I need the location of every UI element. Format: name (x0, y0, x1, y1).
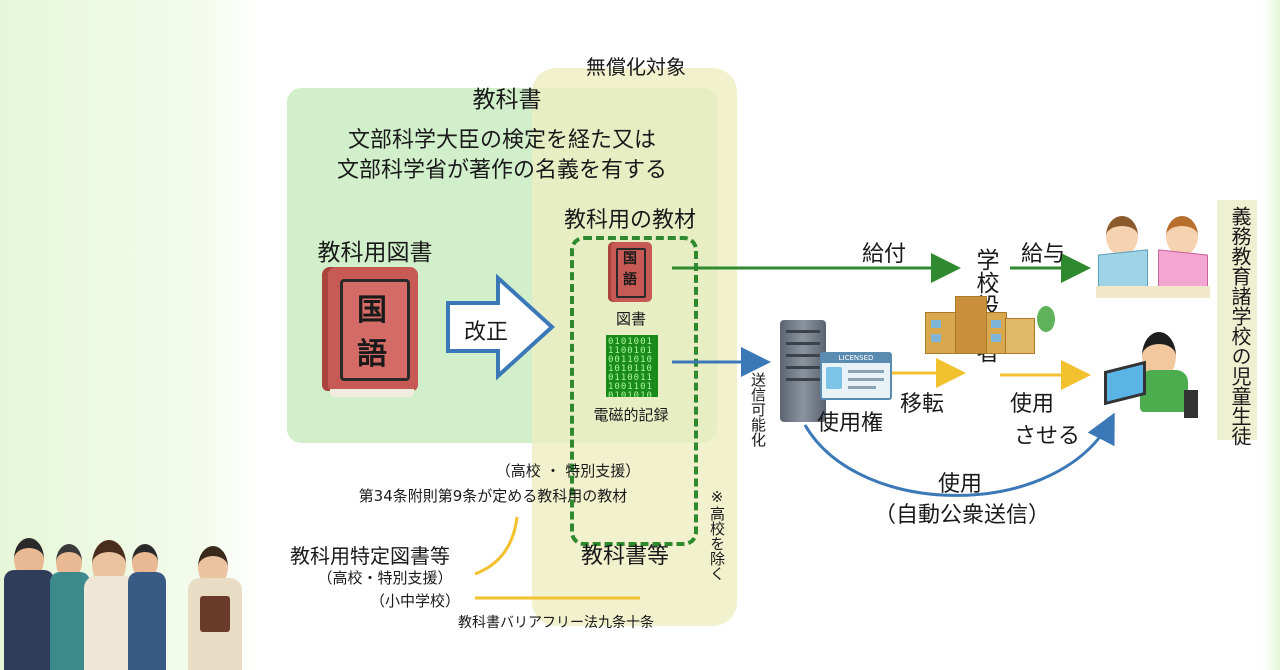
specified-books-label: 教科用特定図書等 (290, 544, 450, 568)
barrier-free-law-label: 教科書バリアフリー法九条十条 (458, 615, 654, 631)
textbook-material-label: 教科用の教材 (563, 208, 697, 233)
use-label: 使用 (937, 472, 983, 497)
book-char-2: 語 (357, 337, 387, 372)
revision-label: 改正 (463, 320, 509, 345)
license-card-icon: LICENSED (820, 352, 892, 400)
girl-reading-icon (1158, 216, 1208, 296)
school-building-icon (925, 296, 1055, 354)
hs-special-paren-label: （高校 ・ 特別支援） (495, 462, 641, 480)
compulsory-students-label: 義務教育諸学校の児童生徒 (1228, 206, 1252, 446)
book-small-label: 図書 (615, 310, 647, 328)
textbook-label: 教科書 (472, 87, 542, 113)
textbook-etc-label: 教科書等 (580, 544, 670, 569)
book-char-1: 国 (357, 293, 387, 328)
except-hs-note: ※高校を除く (708, 488, 726, 581)
small-book-char-2: 語 (623, 272, 637, 288)
material-dashed-box (570, 236, 698, 546)
student-tablet-icon (1100, 332, 1200, 420)
server-icon (780, 320, 826, 422)
definition-line2: 文部科学省が著作の名義を有する (336, 158, 668, 183)
supply-label: 給付 (861, 242, 907, 267)
students-sidebar (1217, 200, 1257, 440)
boy-reading-icon (1098, 216, 1148, 296)
elementary-junior-label: （小中学校） (369, 592, 461, 610)
free-target-label: 無償化対象 (586, 55, 686, 79)
hs-special-paren2-label: （高校・特別支援） (317, 569, 453, 587)
definition-line1: 文部科学大臣の検定を経た又は (347, 128, 657, 153)
auto-public-tx-label: （自動公衆送信） (873, 503, 1051, 528)
let-use-label-1: 使用 (1009, 392, 1055, 417)
textbook-books-label: 教科用図書 (317, 240, 433, 266)
electromagnetic-label: 電磁的記録 (593, 406, 669, 424)
large-book-icon: 国 語 (322, 267, 418, 397)
license-tag: LICENSED (822, 354, 890, 363)
small-book-icon: 国 語 (608, 242, 652, 302)
let-use-label-2: させる (1013, 424, 1081, 449)
specified-books-link (474, 516, 519, 576)
students-group-illustration (0, 530, 260, 670)
article34-label: 第34条附則第9条が定める教科用の教材 (358, 487, 628, 505)
grant-label: 給与 (1020, 242, 1066, 267)
transfer-label: 移転 (899, 392, 945, 417)
transmittable-label: 送信可能化 (749, 372, 767, 447)
small-book-char-1: 国 (623, 251, 637, 267)
usage-right-label: 使用権 (816, 411, 884, 436)
desk (1096, 286, 1210, 298)
public-transmission-curve (803, 412, 1115, 497)
revision-arrow (446, 273, 555, 381)
